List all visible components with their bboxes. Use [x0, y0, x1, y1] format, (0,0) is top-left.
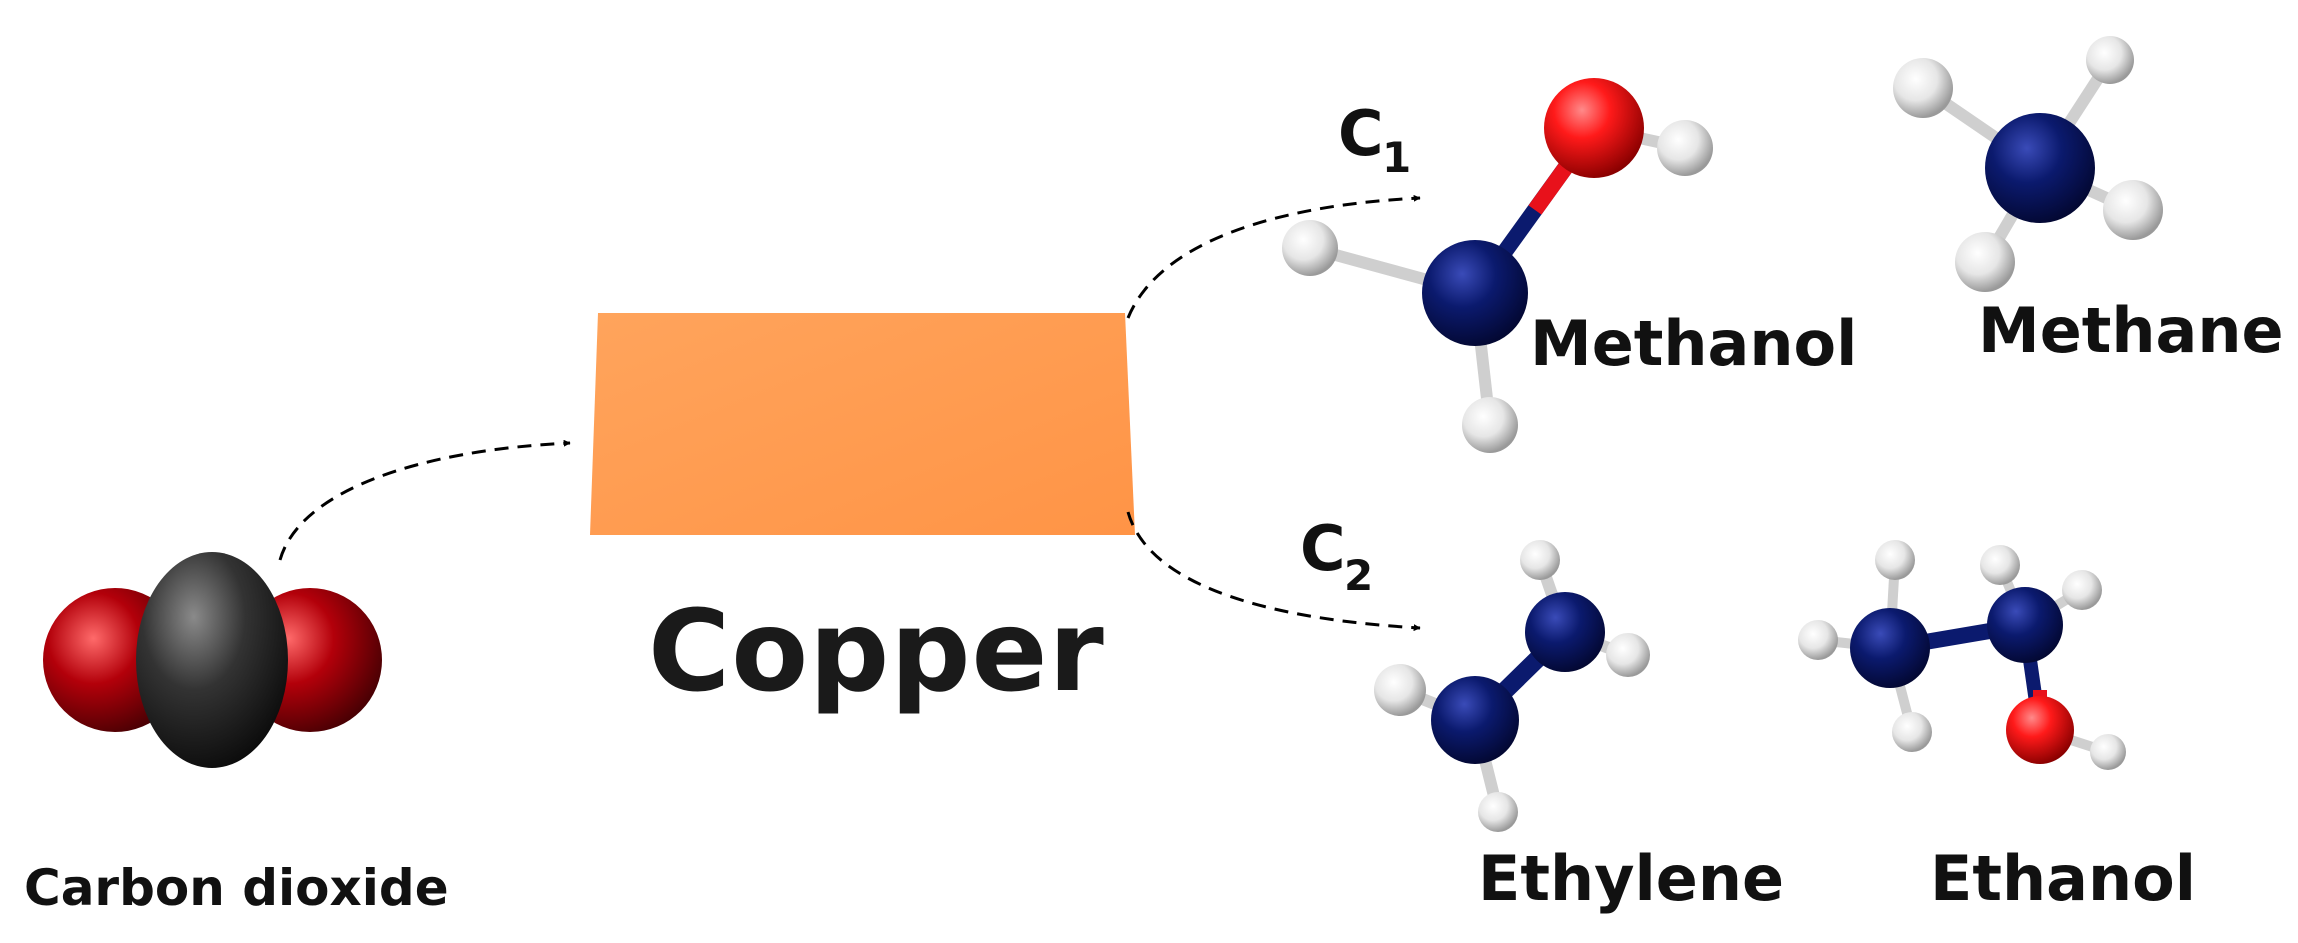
ethanol-hydrogen-atom — [1980, 545, 2020, 585]
methanol-hydrogen-atom — [1282, 220, 1338, 276]
carbon-dioxide-label: Carbon dioxide — [24, 859, 449, 917]
ethanol-label: Ethanol — [1930, 842, 2196, 915]
ethylene-molecule — [1374, 540, 1650, 832]
methanol-oxygen-atom — [1544, 78, 1644, 178]
ethylene-hydrogen-atom — [1606, 633, 1650, 677]
c2-subscript: 2 — [1344, 551, 1373, 600]
methanol-hydrogen-atom — [1462, 397, 1518, 453]
co2-molecule — [43, 552, 382, 768]
ethanol-carbon-atom — [1850, 608, 1930, 688]
methane-hydrogen-atom — [1955, 232, 2015, 292]
methane-hydrogen-atom — [1893, 58, 1953, 118]
ethylene-label: Ethylene — [1478, 842, 1784, 915]
c1-subscript: 1 — [1382, 133, 1411, 182]
ethylene-hydrogen-atom — [1374, 664, 1426, 716]
ethanol-hydrogen-atom — [2090, 734, 2126, 770]
co2-carbon-atom — [136, 552, 288, 768]
copper-slab — [590, 313, 1135, 535]
ethylene-carbon-atom — [1525, 592, 1605, 672]
methane-molecule — [1893, 36, 2163, 292]
methanol-carbon-atom — [1422, 240, 1528, 346]
methane-hydrogen-atom — [2086, 36, 2134, 84]
methane-carbon-atom — [1985, 113, 2095, 223]
ethylene-carbon-atom — [1431, 676, 1519, 764]
co2-to-copper-arrow — [278, 439, 571, 561]
copper-to-c2-arrow — [1126, 511, 1421, 632]
methanol-molecule — [1282, 78, 1713, 453]
methane-hydrogen-atom — [2103, 180, 2163, 240]
ethylene-hydrogen-atom — [1478, 792, 1518, 832]
ethylene-hydrogen-atom — [1520, 540, 1560, 580]
c2-label: C — [1300, 512, 1346, 585]
ethanol-hydrogen-atom — [1892, 712, 1932, 752]
copper-to-c1-arrow — [1126, 194, 1421, 319]
methanol-label: Methanol — [1530, 307, 1857, 380]
ethanol-hydrogen-atom — [1875, 540, 1915, 580]
methanol-hydrogen-atom — [1657, 120, 1713, 176]
ethanol-oxygen-atom — [2006, 696, 2074, 764]
ethanol-molecule — [1798, 540, 2126, 770]
ethanol-hydrogen-atom — [2062, 570, 2102, 610]
c1-label: C2 — [1338, 97, 1384, 170]
ethanol-hydrogen-atom — [1798, 620, 1838, 660]
methane-label: Methane — [1978, 294, 2284, 367]
ethanol-carbon-atom — [1987, 587, 2063, 663]
copper-label: Copper — [648, 587, 1105, 717]
